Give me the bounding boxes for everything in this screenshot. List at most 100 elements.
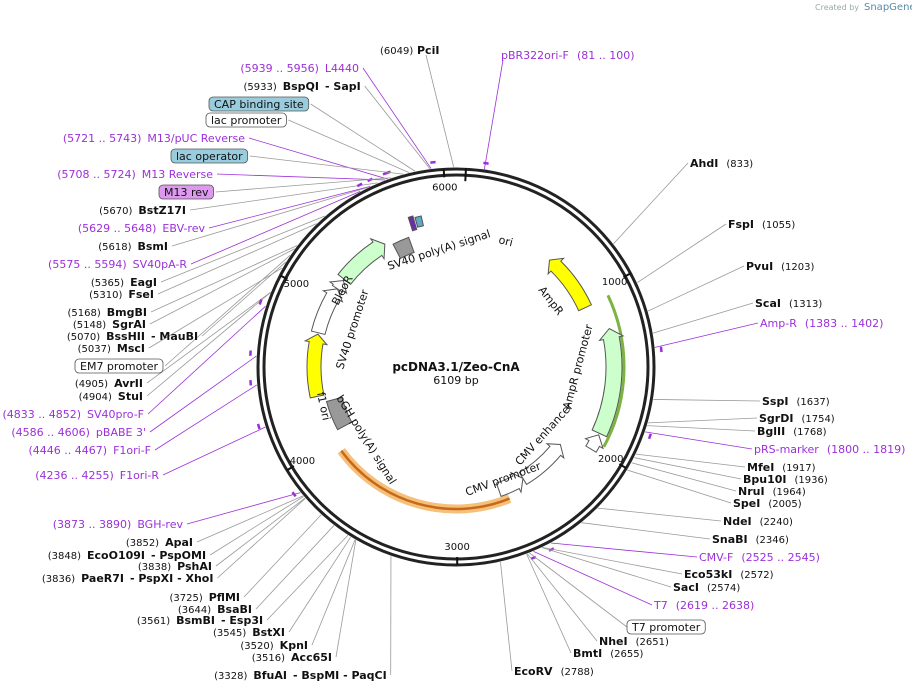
site-position: (5310) — [89, 290, 122, 301]
site-position: (2619 .. 2638) — [676, 599, 755, 612]
site-label-cmv-f: CMV-F — [699, 551, 733, 564]
backbone-outer-strand — [256, 167, 656, 567]
site-label-acc65i: Acc65I — [291, 651, 332, 664]
site-position: (5575 .. 5594) — [48, 258, 127, 271]
lac-region-glyph[interactable] — [407, 215, 418, 232]
site-label-prs-marker: pRS-marker — [754, 443, 819, 456]
leader-line — [541, 547, 672, 588]
site-label-ndei: NdeI — [723, 515, 752, 528]
leader-line — [150, 245, 298, 313]
site-position: (4236 .. 4255) — [35, 469, 114, 482]
site-position: (3725) — [169, 593, 202, 604]
leader-line — [653, 399, 761, 402]
leader-line — [310, 103, 416, 172]
boxed-feature-lac-operator[interactable] — [170, 148, 249, 164]
site-position: (3561) — [137, 616, 170, 627]
leader-line — [266, 535, 349, 621]
site-position: (4905) — [75, 379, 108, 390]
boxed-feature-em7-promoter[interactable] — [74, 358, 164, 374]
site-label-stui: StuI — [118, 390, 143, 403]
site-position: (2572) — [740, 570, 773, 581]
cap-site-glyph[interactable] — [414, 215, 425, 228]
leader-line — [186, 492, 301, 525]
primer-mark — [430, 160, 436, 164]
f1-ori-feature[interactable] — [303, 333, 329, 399]
site-label-bsmi: BsmI — [138, 240, 169, 253]
feature-arrows[interactable] — [303, 215, 625, 498]
site-label-msci: MscI — [117, 342, 145, 355]
site-position: (1754) — [801, 414, 834, 425]
site-position: (3545) — [213, 628, 246, 639]
site-label-eco53ki: Eco53kI — [684, 568, 732, 581]
site-label-extra: - PspOMI — [151, 549, 206, 562]
site-position: (1313) — [789, 299, 822, 310]
tick-label: 5000 — [284, 279, 309, 290]
boxed-feature-t7-promoter[interactable] — [626, 619, 706, 635]
site-position: (1800 .. 1819) — [827, 443, 906, 456]
boxed-feature-cap-binding-site[interactable] — [208, 96, 310, 112]
leader-line — [362, 67, 432, 169]
bleor-feature[interactable] — [337, 237, 386, 285]
boxed-feature-m13-rev[interactable] — [158, 184, 214, 200]
leader-line — [631, 462, 737, 492]
tick-mark — [286, 465, 295, 472]
f1-ori-label: f1 ori — [314, 391, 333, 422]
leader-line — [149, 355, 257, 433]
leader-lines — [146, 54, 761, 676]
site-label-ecoo109i: EcoO109I — [87, 549, 145, 562]
primer-mark — [356, 182, 363, 188]
leader-line — [190, 191, 361, 265]
origin-tick — [464, 168, 467, 182]
leader-line — [154, 384, 258, 451]
leader-line — [635, 453, 746, 468]
boxed-feature-lac-promoter[interactable] — [205, 112, 287, 128]
leader-line — [164, 254, 291, 367]
leader-line — [288, 119, 410, 173]
site-label-ahdi: AhdI — [690, 157, 718, 170]
site-label-m13-puc-reverse: M13/pUC Reverse — [147, 132, 245, 145]
leader-line — [208, 185, 371, 229]
site-label-extra: - PspXI - XhoI — [130, 572, 213, 585]
ampr-promoter-feature[interactable] — [584, 434, 604, 453]
leader-line — [542, 547, 683, 575]
leader-line — [648, 417, 758, 424]
site-label-pvui: PvuI — [746, 260, 773, 273]
ori-feature[interactable] — [547, 257, 593, 312]
backbone-inner-strand — [262, 173, 650, 561]
site-position: (2574) — [707, 583, 740, 594]
site-position: (3836) — [42, 574, 75, 585]
ampr-feature[interactable] — [591, 327, 625, 438]
site-position: (2651) — [636, 637, 669, 648]
leader-line — [162, 426, 266, 476]
site-position: (2655) — [610, 649, 643, 660]
site-label-bspqi: BspQI — [283, 80, 319, 93]
leader-line — [637, 223, 727, 283]
site-label-pflmi: PflMI — [209, 591, 240, 604]
cmv-promoter-feature[interactable] — [495, 471, 524, 498]
leader-line — [581, 522, 711, 540]
site-label-bpu10i: Bpu10I — [743, 473, 787, 486]
site-label-fspi: FspI — [728, 218, 754, 231]
leader-line — [149, 248, 295, 325]
site-position: (5933) — [243, 82, 276, 93]
bgh-polya-feature[interactable] — [325, 396, 353, 431]
leader-line — [209, 496, 304, 556]
primer-mark — [256, 423, 261, 430]
site-label-nhei: NheI — [599, 635, 628, 648]
site-label-paer7i: PaeR7I — [81, 572, 124, 585]
leader-line — [148, 267, 283, 349]
site-label-spei: SpeI — [733, 497, 760, 510]
leader-line — [146, 292, 271, 397]
sv40-polya-feature[interactable] — [392, 236, 415, 260]
em7-promoter-feature[interactable] — [328, 279, 348, 295]
leader-line — [634, 457, 742, 480]
site-position: (3838) — [138, 562, 171, 573]
site-position: (5618) — [98, 242, 131, 253]
ampr-highlight-arc — [602, 294, 626, 448]
tick-label: 6000 — [432, 182, 457, 193]
leader-line — [647, 265, 745, 312]
boxed-feature-label: EM7 promoter — [80, 360, 158, 373]
leader-line — [550, 542, 698, 558]
site-position: (1964) — [773, 487, 806, 498]
